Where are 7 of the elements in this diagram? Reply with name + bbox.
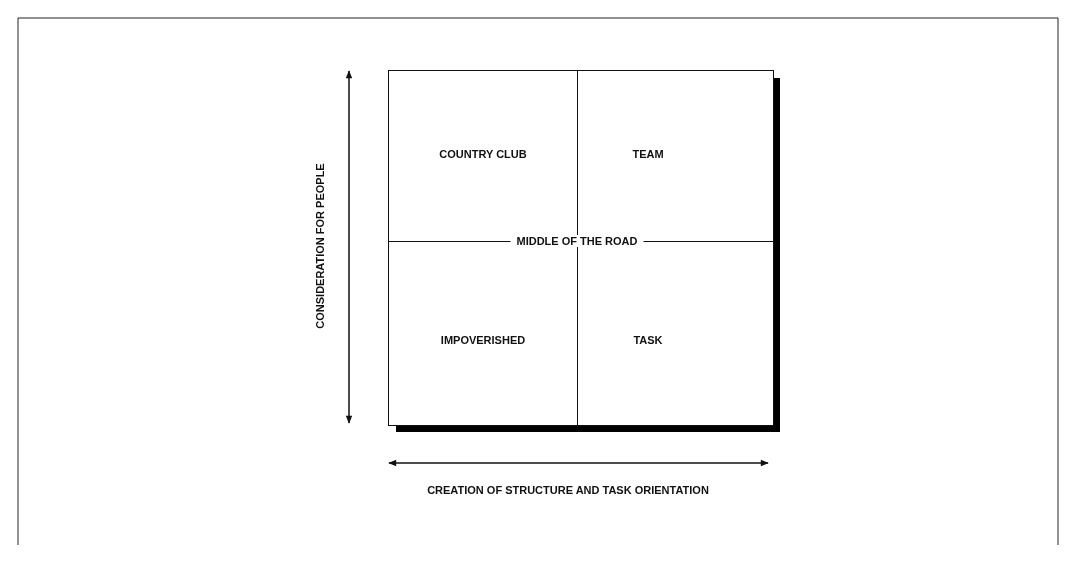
axis-title: CREATION OF STRUCTURE AND TASK ORIENTATION <box>427 484 709 496</box>
quadrant-label: TEAM <box>632 148 664 160</box>
quadrant-label: TASK <box>633 334 663 346</box>
quadrant-label: IMPOVERISHED <box>440 334 526 346</box>
axis-title: CONSIDERATION FOR PEOPLE <box>314 163 326 329</box>
quadrant-label: COUNTRY CLUB <box>439 148 527 160</box>
divider-label: MIDDLE OF THE ROAD <box>510 235 644 247</box>
